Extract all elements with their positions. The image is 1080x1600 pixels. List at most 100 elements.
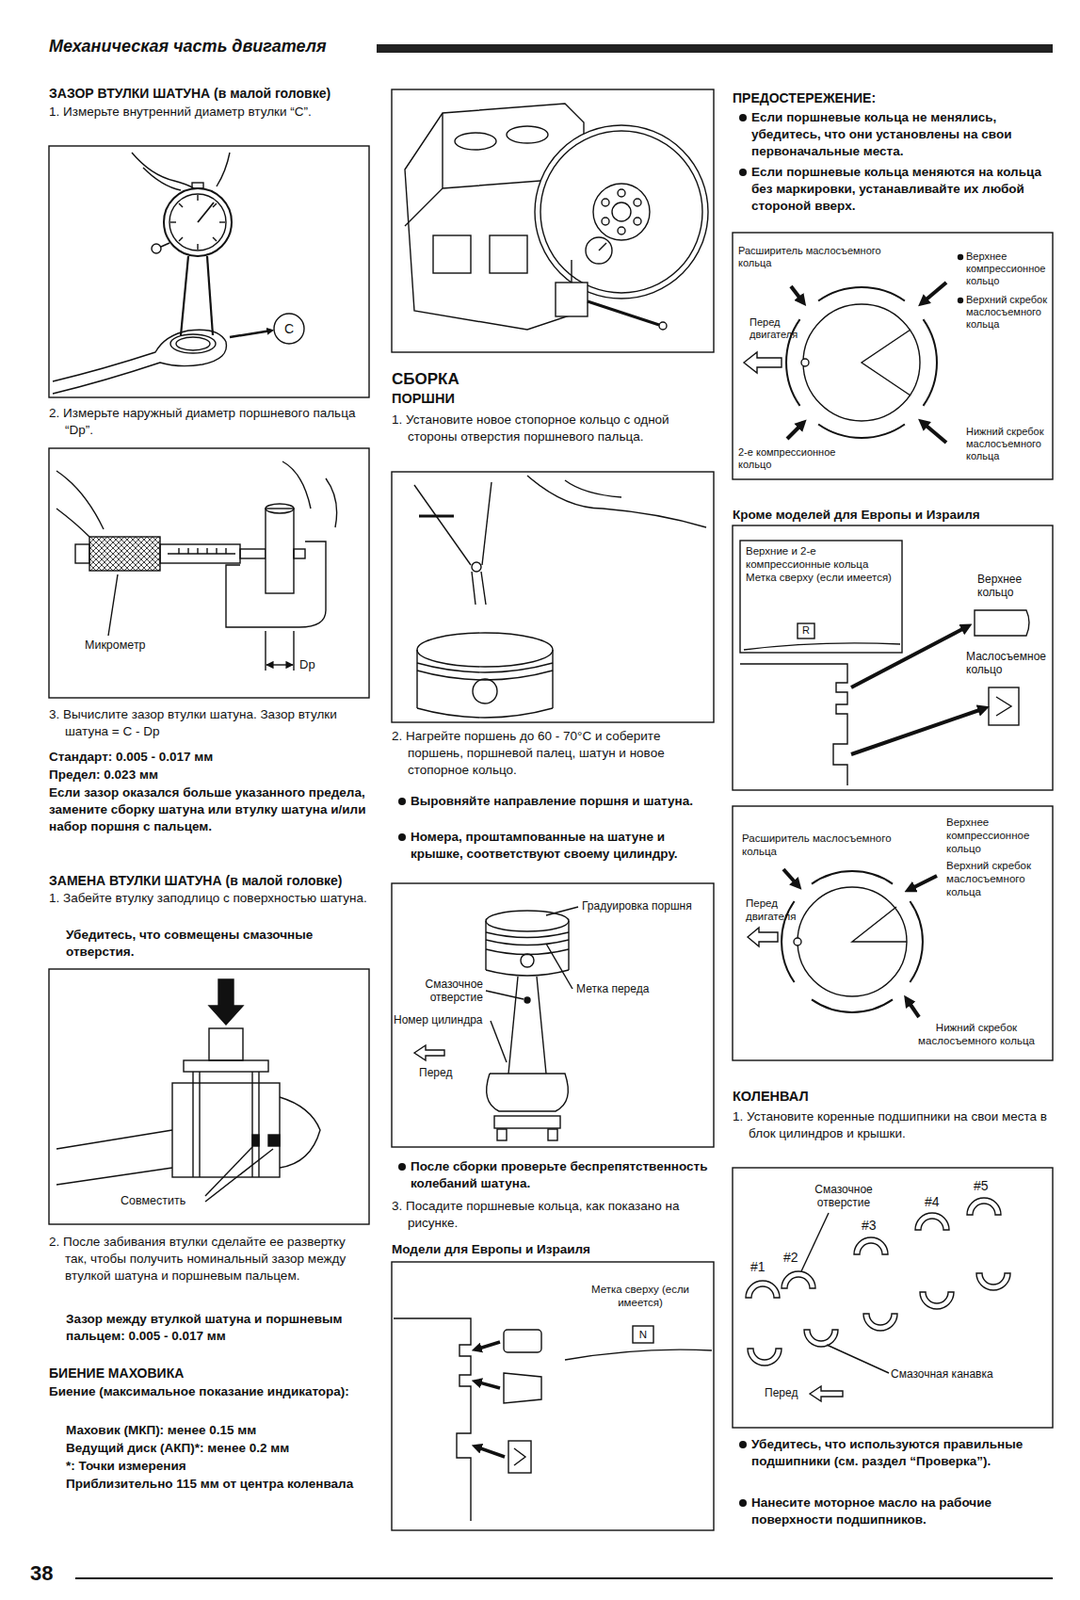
ring-profile-figure-part [393, 1318, 471, 1521]
snap-ring-figure-part [527, 475, 707, 528]
figure-frames-part [391, 471, 714, 723]
bore-gauge-figure-part [170, 221, 177, 223]
ring-gap-figure-part [783, 869, 799, 887]
ring-profile-figure-part [514, 1448, 526, 1466]
part-label: 2-е компрессионное кольцо [738, 446, 861, 471]
part-label: Совместить [120, 1193, 206, 1209]
piston-rod-figure-part [485, 969, 569, 976]
micrometer-figure [56, 461, 338, 671]
step-text: 3. Посадите поршневые кольца, как показа… [391, 1197, 714, 1232]
piston-rod-figure-part [497, 1128, 507, 1141]
piston-rod-figure-part [485, 990, 524, 1000]
bore-gauge-figure-part [196, 194, 198, 201]
micrometer-figure-part [75, 544, 90, 564]
ring-gap-figure-part [811, 999, 893, 1013]
bore-gauge-figure-part [151, 243, 162, 254]
bore-gauge-figure-part [197, 202, 214, 223]
flywheel-runout-figure-part [454, 132, 497, 150]
flywheel-runout-figure-part [489, 235, 528, 274]
footer-rule [75, 1577, 1053, 1580]
figure-frames-part [48, 145, 370, 398]
step-text: 1. Забейте втулку заподлицо с поверхност… [48, 889, 370, 907]
ring-gap-figure-part [790, 286, 804, 303]
piston-rod-figure-part [485, 910, 569, 932]
dimension-label: Dp [299, 656, 328, 673]
part-label: Верхнее кольцо [977, 572, 1049, 599]
figure-frames-part [391, 883, 714, 1147]
piston-rod-figure-part [508, 976, 547, 1074]
bore-gauge-figure-part [207, 256, 213, 336]
step-text: 1. Измерьте внутренний диаметр втулки “C… [48, 103, 370, 121]
bore-gauge-figure-part [212, 237, 217, 242]
piston-rod-figure-part [414, 1045, 445, 1061]
ring-gap-figure-part [923, 319, 937, 406]
micrometer-figure-part [240, 548, 266, 559]
header-bar [376, 44, 1053, 53]
ring-profile-figure-part [475, 1341, 500, 1350]
micrometer-figure-part [282, 461, 311, 509]
subsection-heading: Модели для Европы и Израиля [391, 1241, 714, 1258]
ring-gap-figure-part [787, 422, 804, 439]
snap-ring-figure-part [482, 482, 492, 565]
piston-rod-figure-part [548, 1128, 558, 1141]
micrometer-figure-part [56, 470, 104, 530]
ring-profile-figure-part [851, 626, 968, 688]
bushing-press-figure-part [252, 1134, 259, 1146]
bearing-shells-figure-part [967, 1197, 1001, 1215]
ring-profile-figure-part [743, 643, 901, 650]
flywheel-runout-figure-part [585, 237, 613, 264]
bullet-text: Убедитесь, что используются правильные п… [751, 1435, 1053, 1470]
flywheel-runout-figure-part [617, 189, 626, 197]
spec-value: Предел: 0.023 мм [48, 766, 370, 784]
note-text: Если зазор оказался больше указанного пр… [48, 784, 370, 836]
callout-number: #5 [973, 1176, 999, 1194]
bushing-press-figure-part [183, 1060, 269, 1072]
micrometer-figure-part [264, 630, 266, 671]
piston-rod-figure-part [524, 997, 531, 1003]
bullet-dots-part [957, 297, 964, 304]
bullet-dots-part [398, 1162, 406, 1171]
micrometer-figure-part [215, 548, 217, 554]
ring-profile-figure-part [974, 610, 1030, 636]
flywheel-runout-figure-part [612, 202, 631, 222]
micrometer-figure-part [177, 548, 179, 554]
piston-rod-figure-part [486, 1073, 569, 1112]
bushing-press-figure-part [251, 1071, 253, 1177]
ring-gap-figure-part [797, 886, 907, 997]
micrometer-figure-part [206, 548, 208, 554]
part-label: Смазочное отверстие [398, 977, 484, 1004]
part-label: Верхний скребок маслосъемного кольца [946, 858, 1050, 899]
flywheel-runout-figure-part [633, 198, 642, 207]
bore-gauge-figure-part [170, 334, 216, 354]
figure-frames-part [391, 89, 714, 353]
micrometer-figure-part [89, 536, 161, 571]
flywheel-runout-figure-part [633, 217, 642, 226]
snap-ring-figure-part [471, 571, 476, 605]
bullet-dots-part [739, 1440, 747, 1449]
bullet-dots-part [739, 1499, 747, 1507]
snap-ring-figure-part [472, 678, 498, 704]
bore-gauge-figure-part [219, 221, 226, 223]
bore-gauge-figure-part [180, 256, 189, 336]
micrometer-figure-part [108, 574, 118, 636]
bushing-press-figure-part [205, 1146, 253, 1196]
step-text: 2. Измерьте наружный диаметр поршневого … [48, 404, 370, 439]
snap-ring-figure-part [417, 662, 553, 673]
step-text: 1. Установите коренные подшипники на сво… [732, 1108, 1053, 1143]
micrometer-figure-part [187, 548, 189, 554]
page-number: 38 [30, 1559, 78, 1587]
bearing-shells-figure-part [915, 1212, 950, 1230]
part-label: Смазочное отверстие [798, 1182, 889, 1209]
ring-profile-figure-part [996, 696, 1012, 716]
bushing-press-figure-part [257, 1071, 259, 1177]
flywheel-runout-figure-part [570, 259, 572, 283]
bearing-shells-figure-part [804, 1329, 839, 1347]
ring-gap-figure-part [852, 906, 907, 942]
bushing-press-figure-part [209, 1028, 243, 1061]
direction-label: Перед двигателя [745, 896, 812, 923]
spec-value: Маховик (МКП): менее 0.15 мм [65, 1421, 370, 1439]
bearing-shells-figure-part [826, 1344, 889, 1373]
section-heading: КОЛЕНВАЛ [732, 1087, 1053, 1106]
bearing-shells-figure-part [919, 1291, 954, 1309]
